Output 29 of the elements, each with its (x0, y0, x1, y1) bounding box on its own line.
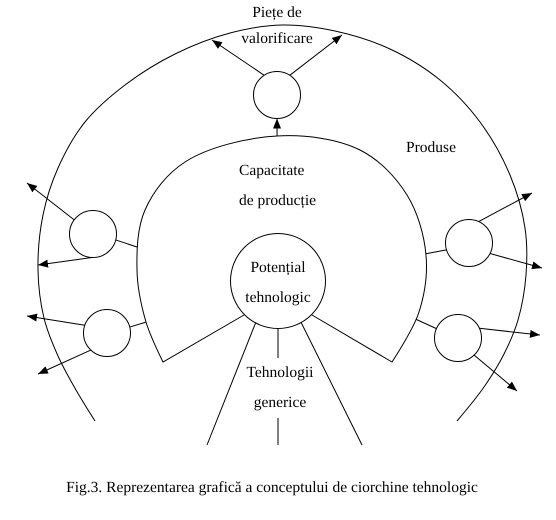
connector-line (425, 249, 448, 254)
connector-line (115, 239, 138, 248)
arrow (474, 354, 518, 392)
arrow (490, 253, 542, 270)
connector-line (206, 322, 256, 446)
circle-node (83, 309, 131, 357)
node-label: Produse (406, 138, 457, 158)
circle-node (434, 314, 482, 362)
arrow (212, 40, 265, 76)
connector-line (129, 322, 147, 328)
connector-line (300, 322, 362, 446)
core-circle (230, 233, 326, 329)
figure-caption: Fig.3. Reprezentarea grafică a conceptului de ciorchine tehnologic (66, 478, 478, 498)
arrow (26, 182, 75, 220)
circle-node (445, 219, 493, 267)
circle-node (69, 210, 117, 258)
edge-label: Tehnologii generice (245, 358, 315, 418)
connector-line (416, 318, 437, 330)
arrow (38, 256, 93, 268)
circle-node (253, 71, 301, 119)
arrow (478, 328, 540, 338)
node-label: Capacitate de producție (239, 161, 318, 211)
node-label: Potențial tehnologic (244, 258, 312, 308)
arrow (26, 314, 86, 326)
arrow (289, 34, 342, 76)
arrow (273, 118, 282, 136)
arrow (478, 192, 532, 222)
region-label: Piețe de valorificare (240, 3, 314, 49)
arrow (38, 350, 92, 374)
